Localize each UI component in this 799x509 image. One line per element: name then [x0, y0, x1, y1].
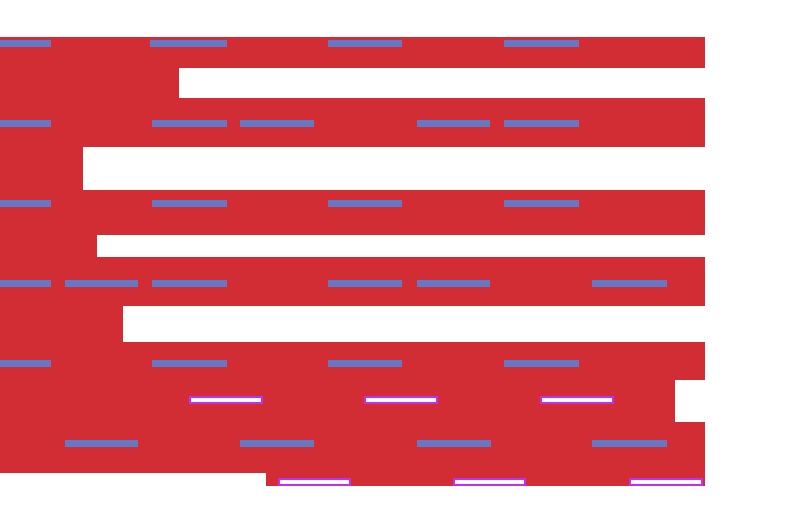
- link-underline-bar[interactable]: [328, 360, 402, 367]
- link-underline-bar[interactable]: [0, 40, 51, 47]
- link-underline-bar[interactable]: [240, 120, 314, 127]
- link-underline-bar[interactable]: [328, 40, 402, 47]
- white-gap-notch: [675, 380, 705, 422]
- highlight-link-bar[interactable]: [189, 396, 263, 404]
- highlight-link-bar[interactable]: [453, 478, 526, 486]
- link-underline-bar[interactable]: [152, 280, 227, 287]
- link-underline-bar[interactable]: [0, 360, 51, 367]
- link-underline-bar[interactable]: [152, 360, 227, 367]
- link-underline-bar[interactable]: [504, 200, 579, 207]
- link-underline-bar[interactable]: [0, 280, 51, 287]
- highlight-link-bar[interactable]: [540, 396, 614, 404]
- link-underline-bar[interactable]: [152, 200, 227, 207]
- link-underline-bar[interactable]: [65, 440, 138, 447]
- red-text-block: [0, 306, 123, 342]
- link-underline-bar[interactable]: [592, 280, 667, 287]
- link-underline-bar[interactable]: [0, 200, 51, 207]
- red-text-block: [0, 235, 97, 257]
- highlight-link-bar[interactable]: [629, 478, 703, 486]
- link-underline-bar[interactable]: [65, 280, 138, 287]
- link-underline-bar[interactable]: [328, 280, 402, 287]
- highlight-link-bar[interactable]: [278, 478, 351, 486]
- link-underline-bar[interactable]: [417, 440, 491, 447]
- red-text-block: [0, 147, 83, 190]
- highlight-link-bar[interactable]: [364, 396, 438, 404]
- link-underline-bar[interactable]: [417, 280, 490, 287]
- link-underline-bar[interactable]: [592, 440, 667, 447]
- link-underline-bar[interactable]: [328, 200, 402, 207]
- link-underline-bar[interactable]: [417, 120, 490, 127]
- link-underline-bar[interactable]: [150, 40, 227, 47]
- link-underline-bar[interactable]: [504, 360, 579, 367]
- red-text-block: [0, 190, 705, 235]
- link-underline-bar[interactable]: [504, 40, 579, 47]
- red-text-block: [0, 98, 705, 147]
- link-underline-bar[interactable]: [504, 120, 579, 127]
- link-underline-bar[interactable]: [240, 440, 314, 447]
- red-text-block: [0, 68, 179, 98]
- link-underline-bar[interactable]: [0, 120, 51, 127]
- link-underline-bar[interactable]: [152, 120, 227, 127]
